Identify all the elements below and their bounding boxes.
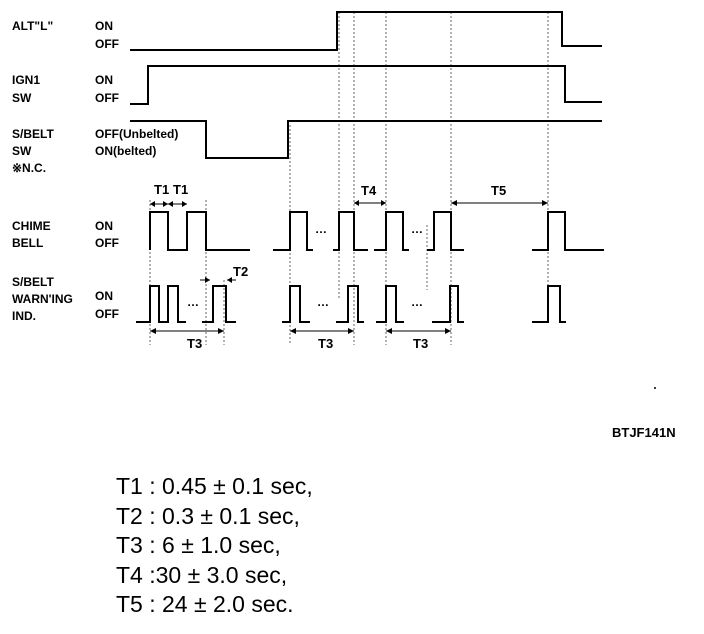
timing-legend: T1 : 0.45 ± 0.1 sec, T2 : 0.3 ± 0.1 sec,… [116,472,313,620]
label-line: ALT"L" [12,19,53,33]
t2-dimension [200,277,236,283]
chime-bell-waveform [374,211,409,251]
chime-bell-waveform [149,211,250,251]
warning-ind-waveform [136,285,186,323]
ellipsis-mark: … [411,222,423,236]
warning-ind-waveform [532,285,566,323]
stray-dot [654,387,656,389]
ign1-waveform [130,65,602,105]
alt-l-waveform [130,11,602,51]
t4-dimension [354,200,386,206]
signal-label-ign1: IGN1 SW [12,73,43,105]
t3-label: T3 [318,336,333,351]
state-label: ON [95,219,113,233]
state-label: ON(belted) [95,144,156,158]
signal-label-warning-ind: S/BELT WARN'ING IND. [12,275,76,323]
figure-code: BTJF141N [612,425,676,440]
chime-bell-waveform [273,211,313,251]
t3-dimension [386,328,451,334]
ellipsis-mark: … [411,295,423,309]
t3-dimension [150,328,224,334]
t2-label: T2 [233,264,248,279]
warning-ind-waveform [282,285,310,323]
label-line: IND. [12,309,36,323]
ellipsis-mark: … [315,222,327,236]
chime-bell-waveform [333,211,368,251]
state-label: OFF [95,307,119,321]
warning-ind-waveform [432,285,464,323]
t1-dimension-right [168,201,187,207]
legend-item-t4: T4 :30 ± 3.0 sec, [116,561,288,588]
legend-item-t2: T2 : 0.3 ± 0.1 sec, [116,502,300,529]
legend-item-t1: T1 : 0.45 ± 0.1 sec, [116,473,313,499]
state-label: OFF [95,37,119,51]
signal-label-alt-l: ALT"L" [12,19,53,33]
t5-dimension [451,200,548,206]
t3-label: T3 [413,336,428,351]
t1-label: T1 [154,182,169,197]
label-line: IGN1 [12,73,40,87]
ellipsis-mark: … [187,295,199,309]
label-line: BELL [12,236,43,250]
t3-label: T3 [187,336,202,351]
label-line: S/BELT [12,127,54,141]
t5-label: T5 [491,183,506,198]
label-line: WARN'ING [12,292,73,306]
state-label: OFF [95,91,119,105]
chime-bell-waveform [427,211,464,251]
t4-label: T4 [361,183,377,198]
label-line: SW [12,91,32,105]
label-line: CHIME [12,219,51,233]
state-label: ON [95,289,113,303]
state-label: ON [95,19,113,33]
seatbelt-sw-waveform [130,120,602,159]
label-line: SW [12,144,32,158]
t3-dimension [290,328,354,334]
state-label: OFF [95,236,119,250]
warning-ind-waveform [376,285,404,323]
warning-ind-waveform [202,285,236,323]
t1-label: T1 [173,182,188,197]
label-line: ※N.C. [12,161,46,175]
state-label: ON [95,73,113,87]
ellipsis-mark: … [317,295,329,309]
state-label: OFF(Unbelted) [95,127,178,141]
label-line: S/BELT [12,275,54,289]
signal-label-seatbelt-sw: S/BELT SW ※N.C. [12,127,57,175]
t1-dimension-left [150,201,168,207]
legend-item-t5: T5 : 24 ± 2.0 sec. [116,591,294,617]
chime-bell-waveform [532,211,604,251]
warning-ind-waveform [336,285,364,323]
legend-item-t3: T3 : 6 ± 1.0 sec, [116,532,281,558]
timing-diagram: ALT"L" IGN1 SW S/BELT SW ※N.C. CHIME BEL… [12,11,656,389]
signal-label-chime-bell: CHIME BELL [12,219,54,250]
